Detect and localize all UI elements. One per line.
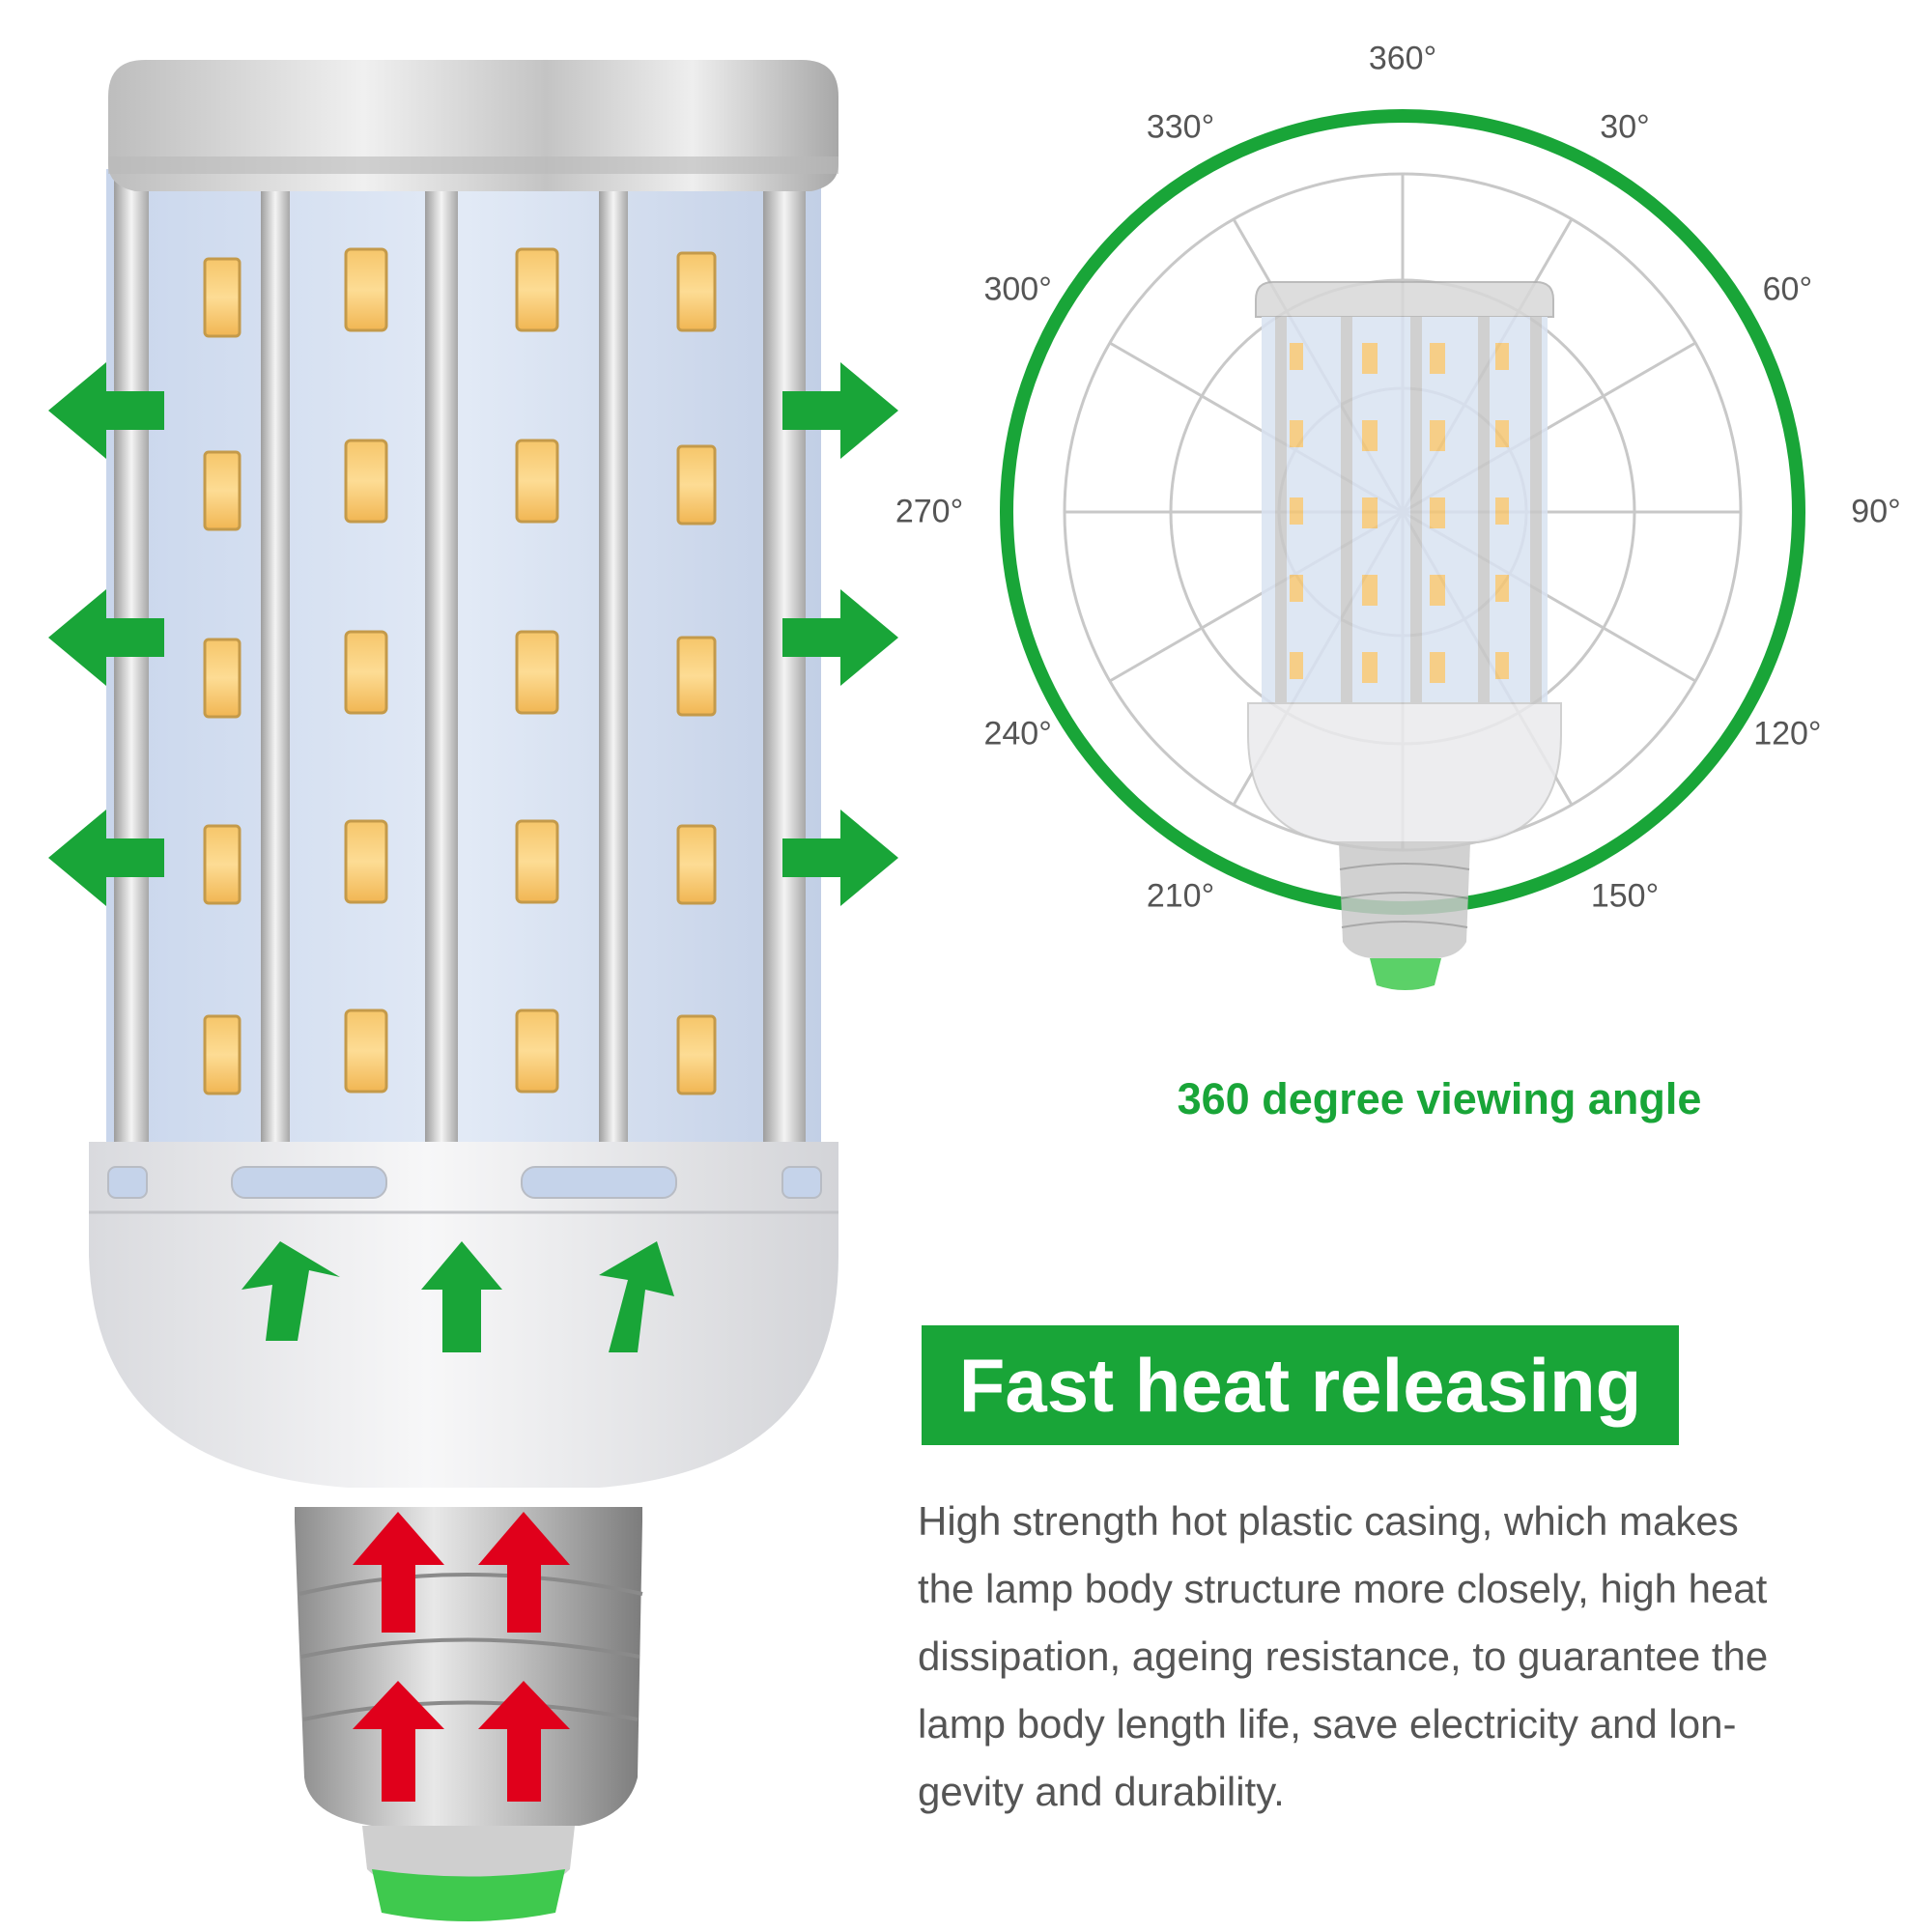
bulb-top-cap	[108, 60, 838, 191]
angle-label: 60°	[1762, 270, 1813, 308]
description-line: the lamp body structure more closely, hi…	[918, 1566, 1768, 1611]
description-line: dissipation, ageing resistance, to guara…	[918, 1634, 1769, 1679]
angle-label: 270°	[895, 493, 964, 530]
red-up-arrow-icon	[353, 1512, 570, 1802]
e27-screw-base	[295, 1507, 643, 1921]
polar-grid	[1000, 109, 1805, 990]
green-contact	[372, 1869, 565, 1921]
angle-label: 300°	[983, 270, 1052, 308]
led-chips	[203, 247, 717, 1095]
viewing-angle-caption: 360 degree viewing angle	[1177, 1074, 1702, 1123]
angle-label: 30°	[1600, 108, 1650, 146]
description-line: High strength hot plastic casing, which …	[918, 1498, 1739, 1544]
heat-fins	[114, 169, 806, 1154]
angle-label: 90°	[1851, 493, 1901, 530]
angle-label: 120°	[1753, 715, 1822, 753]
corn-bulb-image	[48, 60, 898, 1921]
description-line: gevity and durability.	[918, 1769, 1285, 1814]
description-line: lamp body length life, save electricity …	[918, 1701, 1737, 1747]
viewing-angle-diagram: 360° 30° 60° 90° 120° 150° 210° 240° 270° 300° 330…	[895, 41, 1913, 1043]
green-outward-arrow-icon	[48, 362, 164, 906]
angle-label: 210°	[1146, 877, 1215, 915]
small-bulb-image	[1247, 281, 1562, 990]
heat-title: Fast heat releasing	[958, 1342, 1642, 1428]
angle-label: 330°	[1146, 108, 1215, 146]
heat-title-banner: Fast heat releasing	[922, 1325, 1679, 1445]
angle-label: 240°	[983, 715, 1052, 753]
green-up-arrow-icon	[242, 1241, 674, 1352]
heat-description: High strength hot plastic casing, which …	[918, 1488, 1893, 1826]
angle-label: 360°	[1368, 40, 1437, 77]
green-outward-arrow-icon	[782, 362, 898, 906]
angle-label: 150°	[1590, 877, 1660, 915]
